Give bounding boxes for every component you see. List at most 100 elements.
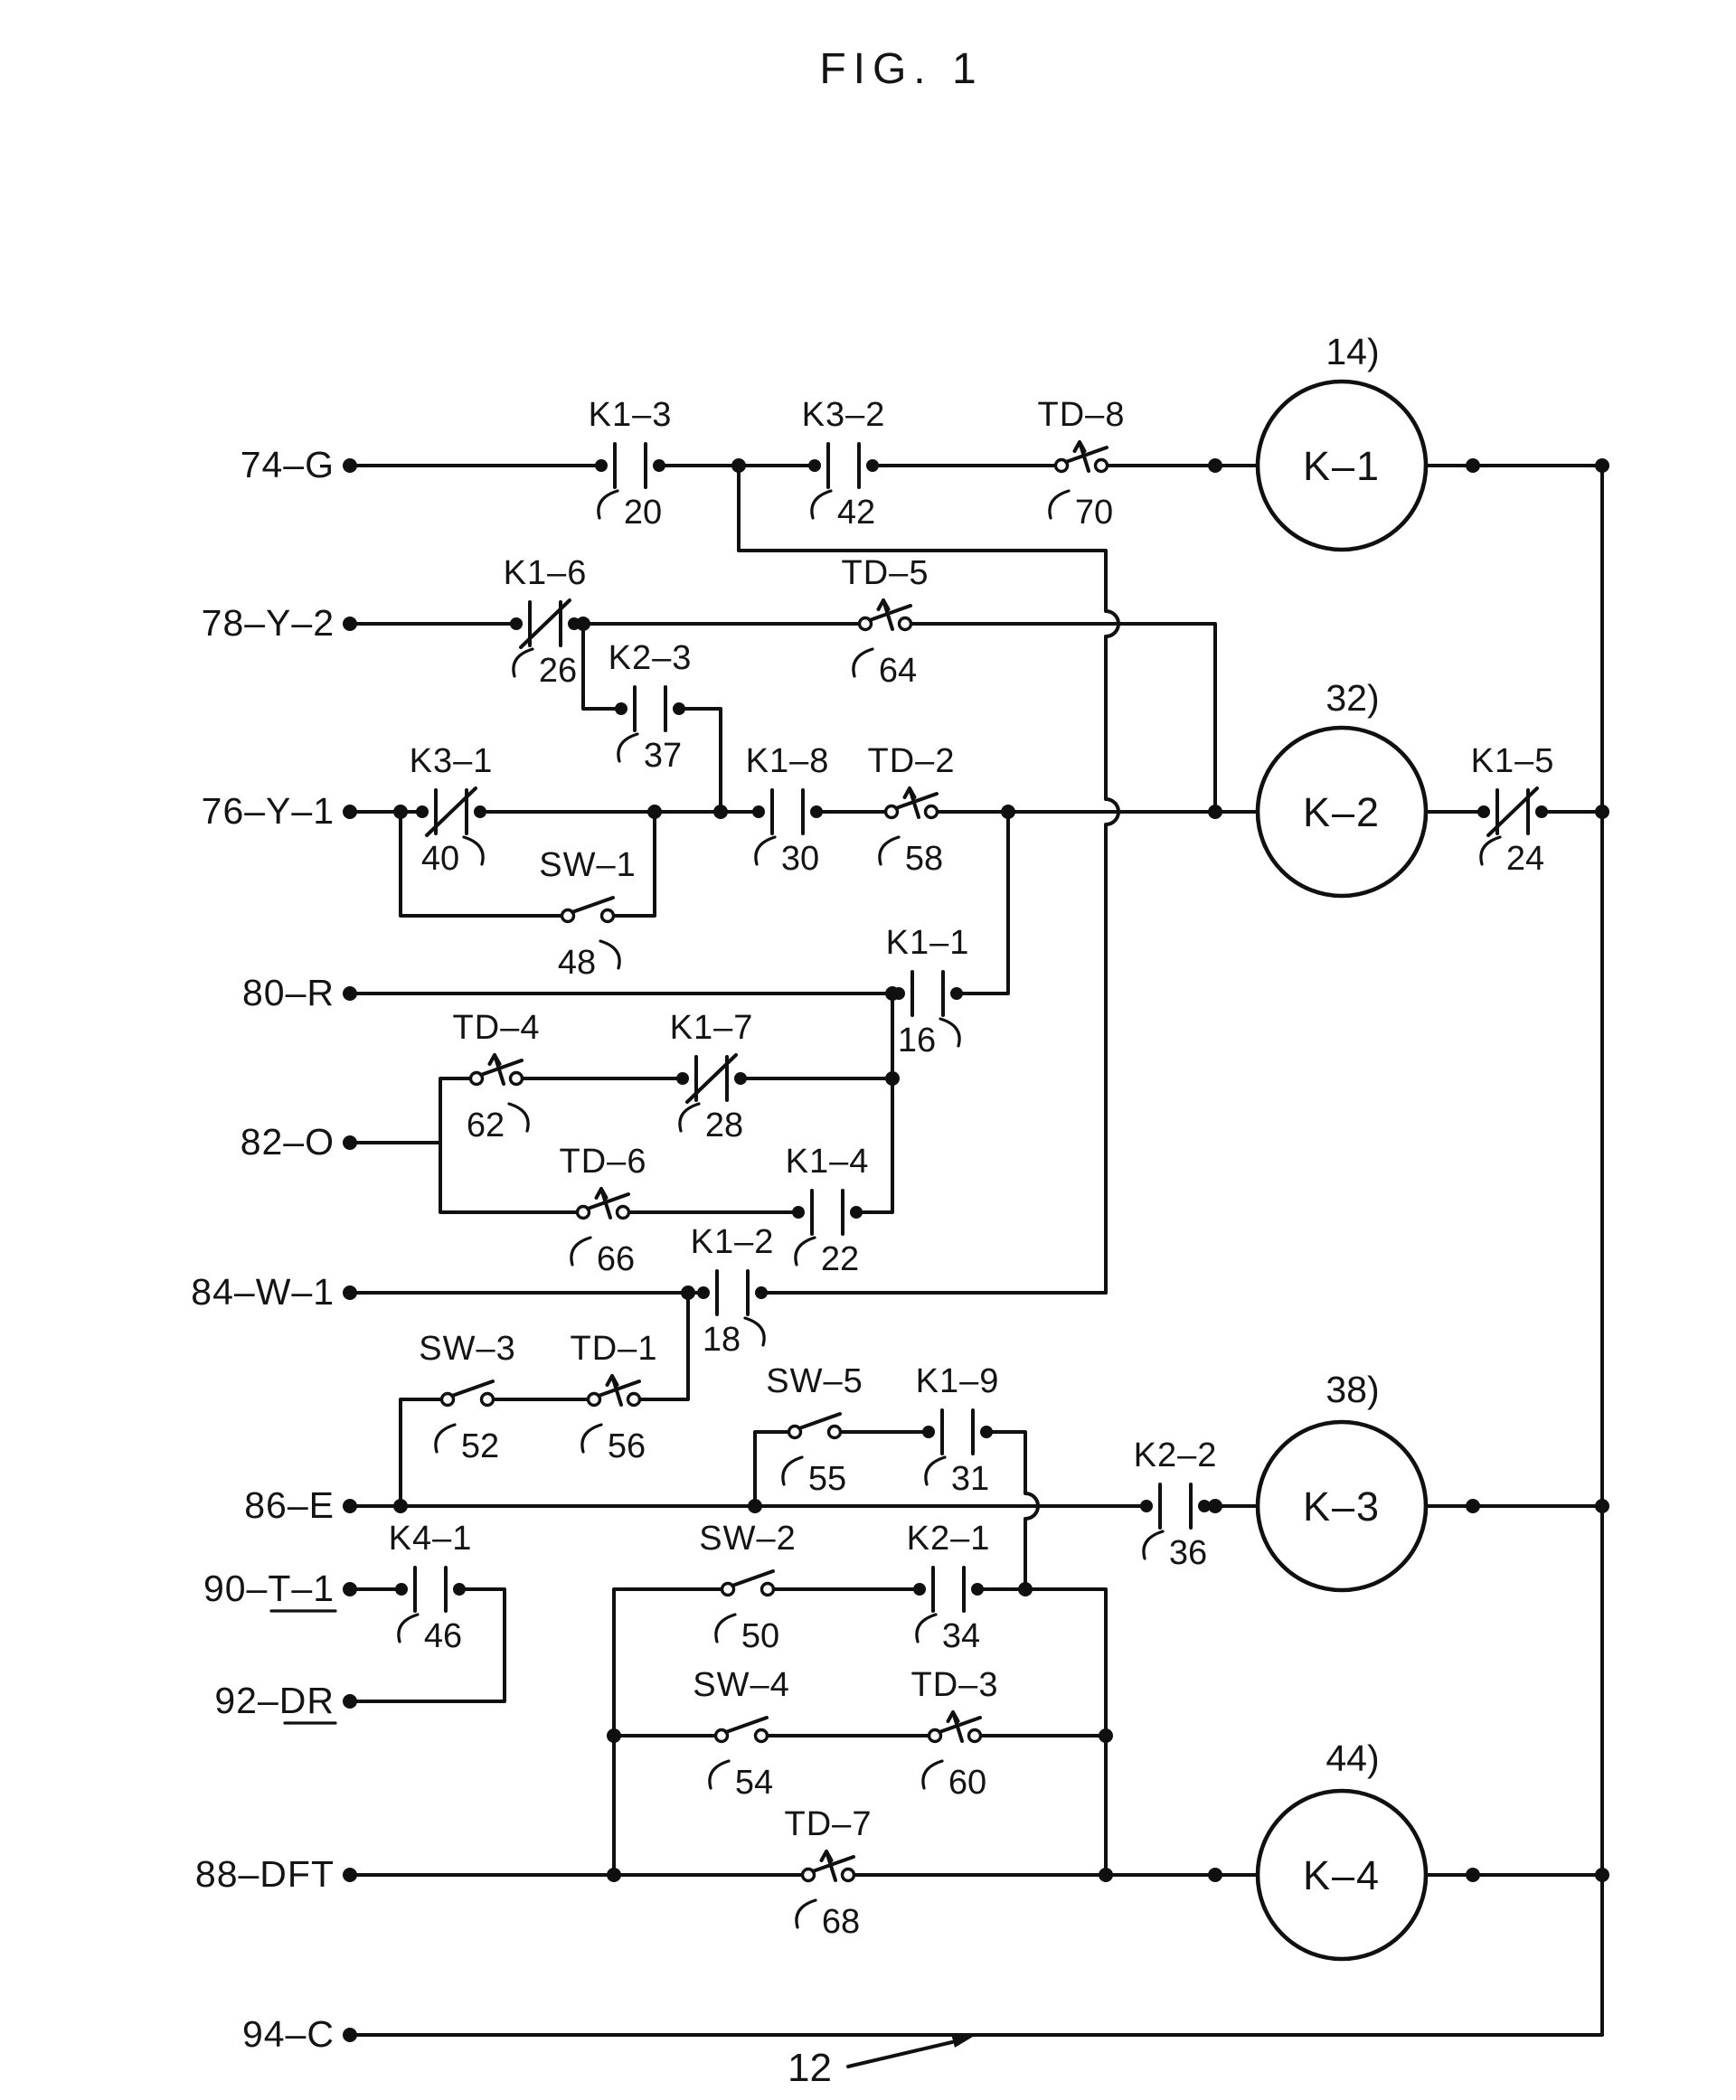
rail-92-DR-label: 92–DR <box>214 1680 335 1721</box>
contact-K2-1-ref: 34 <box>942 1617 980 1655</box>
rail-74-G-label: 74–G <box>241 444 335 485</box>
timed-contact-symbol <box>586 1374 642 1408</box>
coil-K-3-label: K–3 <box>1303 1483 1381 1530</box>
rail-76-Y-1-label: 76–Y–1 <box>202 790 335 832</box>
contact-K2-2-label: K2–2 <box>1134 1436 1218 1474</box>
contact-K1-4-ref: 22 <box>821 1240 859 1278</box>
ref-lead-icon <box>512 647 534 678</box>
no-contact-symbol <box>807 442 881 489</box>
contact-TD-2: TD–2 58 <box>868 742 956 878</box>
contact-TD-3: TD–360 <box>911 1666 999 1802</box>
svg-text:46: 46 <box>424 1617 462 1655</box>
contact-K4-1-label: K4–1 <box>389 1520 473 1558</box>
contact-K1-8-label: K1–8 <box>746 742 830 780</box>
contact-K3-2-label: K3–2 <box>802 396 886 434</box>
contact-TD-5-label: TD–5 <box>842 554 929 592</box>
contact-TD-3-label: TD–3 <box>911 1666 999 1704</box>
contact-K3-1-label: K3–1 <box>410 742 494 780</box>
ref-lead-icon <box>580 1423 603 1454</box>
contact-K2-2-ref: 36 <box>1169 1534 1207 1572</box>
contact-TD-2-ref: 58 <box>905 840 943 878</box>
rail-92-DR: 92–DR <box>214 1680 357 1725</box>
contact-TD-8: TD–870 <box>1038 396 1126 532</box>
ref-lead-icon <box>434 1423 457 1454</box>
switch-SW-2: SW–250 <box>699 1520 795 1655</box>
ref-lead-icon <box>754 835 777 866</box>
rail-90-T-1: 90–T–1 <box>203 1568 357 1613</box>
rail-80-R: 80–R <box>242 972 357 1013</box>
contact-TD-8-label: TD–8 <box>1038 396 1126 434</box>
rail-78-Y-2: 78–Y–2 <box>202 602 357 644</box>
contact-K1-6: K1–6 26 <box>504 554 588 690</box>
junction-dots <box>393 458 1609 1882</box>
contact-TD-6: TD–666 <box>560 1143 646 1278</box>
ref-lead-icon <box>507 1102 530 1133</box>
nc-contact-symbol <box>1476 786 1550 837</box>
contact-K2-2: K2–2 36 <box>1134 1436 1218 1572</box>
rail-88-DFT-label: 88–DFT <box>195 1853 335 1895</box>
wire-branch-sw3-td1 <box>399 1291 690 1508</box>
coil-K-1: K–1 14) <box>1255 331 1429 552</box>
contact-K1-3: K1–320 <box>589 396 673 532</box>
contact-K1-5: K1–524 <box>1471 742 1555 878</box>
ref-lead-icon <box>743 1316 766 1347</box>
rail-90-T-1-label: 90–T–1 <box>203 1568 335 1609</box>
ref-lead-icon <box>810 489 833 520</box>
contact-K1-9-label: K1–9 <box>916 1362 1000 1400</box>
rail-84-W-1-label: 84–W–1 <box>191 1271 335 1313</box>
switch-SW-3: SW–352 <box>419 1330 515 1465</box>
contact-K2-3: K2–337 <box>609 639 692 775</box>
contact-K1-4-label: K1–4 <box>786 1143 870 1181</box>
contact-TD-2-label: TD–2 <box>868 742 956 780</box>
contact-TD-7-ref: 68 <box>822 1903 860 1941</box>
contact-K1-2-label: K1–2 <box>691 1223 775 1261</box>
contact-K1-1-label: K1–1 <box>886 924 970 962</box>
rail-82-O-label: 82–O <box>241 1121 335 1163</box>
contact-K3-2: K3–242 <box>802 396 886 532</box>
figure-title: FIG. 1 <box>819 45 983 93</box>
rail-88-DFT: 88–DFT <box>195 1853 357 1895</box>
no-contact-symbol <box>750 788 825 835</box>
switch-SW-4-label: SW–4 <box>693 1666 789 1704</box>
contact-K1-6-label: K1–6 <box>504 554 588 592</box>
figure-lead-12-label: 12 <box>788 2046 832 2090</box>
contact-K1-9: K1–9 31 <box>916 1362 1000 1498</box>
switch-SW-1-label: SW–1 <box>539 846 636 884</box>
contact-K1-9-ref: 31 <box>951 1460 989 1498</box>
contact-TD-5-ref: 64 <box>879 652 917 690</box>
switch-symbol <box>439 1380 495 1408</box>
wires <box>348 464 1604 2037</box>
contact-TD-6-ref: 66 <box>597 1240 635 1278</box>
contact-K3-1: K3–140 <box>410 742 494 878</box>
no-contact-symbol <box>911 1566 986 1613</box>
wire-rung-o <box>348 992 894 1214</box>
contact-K4-1: K4–1 46 <box>389 1520 473 1655</box>
ref-lead-icon <box>852 647 874 678</box>
wire-common-rail <box>348 464 1604 2037</box>
no-contact-symbol <box>593 442 667 489</box>
contact-TD-1-ref: 56 <box>608 1427 646 1465</box>
contact-K2-3-ref: 37 <box>644 737 682 775</box>
coil-K-4: K–4 44) <box>1255 1737 1429 1962</box>
switch-SW-5-ref: 55 <box>808 1460 846 1498</box>
contact-K1-5-label: K1–5 <box>1471 742 1555 780</box>
contact-TD-7-label: TD–7 <box>785 1805 873 1843</box>
ref-lead-icon <box>462 835 485 866</box>
timed-contact-symbol <box>800 1850 856 1883</box>
contact-K1-7-label: K1–7 <box>670 1009 754 1047</box>
contact-K1-7: K1–728 <box>670 1009 754 1144</box>
contact-K1-6-ref: 26 <box>539 652 577 690</box>
contact-K1-1-ref: 16 <box>898 1022 936 1059</box>
rail-94-C: 94–C <box>242 2013 357 2055</box>
switch-symbol <box>787 1412 843 1440</box>
rail-80-R-label: 80–R <box>242 972 335 1013</box>
contact-TD-1-label: TD–1 <box>571 1330 658 1368</box>
contact-K1-3-label: K1–3 <box>589 396 673 434</box>
coil-K-4-ref: 44) <box>1326 1737 1379 1779</box>
ref-lead-icon <box>678 1102 701 1133</box>
ref-lead-icon <box>617 732 639 763</box>
contact-K1-8: K1–830 <box>746 742 830 878</box>
wire-branch-sw-1 <box>399 810 656 918</box>
switch-SW-3-label: SW–3 <box>419 1330 515 1368</box>
